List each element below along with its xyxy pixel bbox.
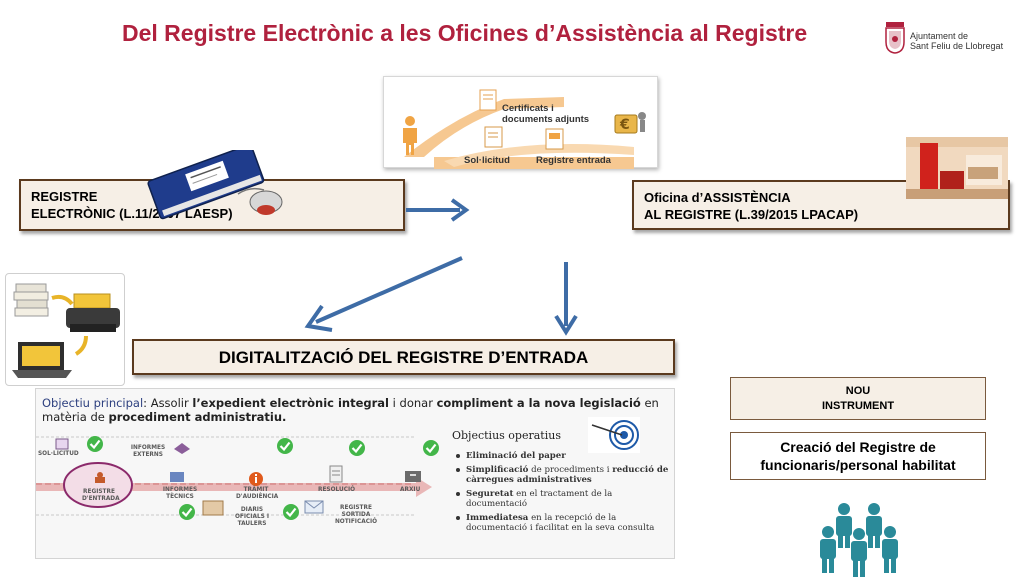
objective-bold-3: procediment administratiu. [108, 410, 287, 424]
scanner-illustration [5, 273, 125, 386]
euro-icon: € [614, 112, 646, 134]
sollicitud-label: Sol·licitud [464, 155, 510, 166]
step-informes-externs: INFORMES EXTERNS [130, 445, 166, 458]
registre-entrada-label: Registre entrada [536, 155, 611, 166]
oficina-assistencia-box: Oficina d’ASSISTÈNCIA AL REGISTRE (L.39/… [632, 180, 1010, 230]
book-mouse-icon [147, 150, 283, 220]
step-arxiu: ARXIU [400, 487, 421, 493]
ops-item-text: de procediments i [528, 465, 613, 475]
coat-of-arms-icon [885, 22, 905, 54]
docs-label-1: Certificats i [502, 103, 554, 114]
person-icon [403, 116, 417, 155]
info-icon [249, 472, 263, 486]
ops-item: Simplificació de procediments i reducció… [454, 465, 672, 485]
step-resolucio: RESOLUCIÓ [318, 487, 356, 493]
nou-instrument-box: NOU INSTRUMENT [730, 377, 986, 420]
step-tramit-audiencia: TRÀMIT D'AUDIÈNCIA [236, 487, 279, 500]
people-group-icon [820, 503, 898, 577]
arrow-down-left-icon [304, 256, 463, 332]
nou-line-1: NOU [845, 385, 871, 397]
resolution-document-icon [329, 465, 343, 483]
objective-bold-1: l’expedient electrònic integral [192, 396, 390, 410]
stamp-icon [545, 128, 564, 150]
office-photo [906, 137, 1008, 199]
registre-line-1: REGISTRE [31, 189, 98, 204]
objective-text-1: : Assolir [143, 396, 193, 410]
report-stack-icon [174, 443, 190, 454]
envelope-icon [304, 500, 324, 514]
ops-item-bold: Seguretat [466, 489, 514, 499]
ajuntament-logo: Ajuntament de Sant Feliu de Llobregat [884, 22, 1014, 58]
page-title: Del Registre Electrònic a les Oficines d… [122, 20, 808, 46]
svg-text:€: € [619, 117, 630, 133]
ops-list: Eliminació del paper Simplificació de pr… [454, 451, 672, 537]
archive-icon [405, 471, 421, 482]
step-informes-tecnics: INFORMES TÈCNICS [162, 487, 198, 500]
docs-label-2: documents adjunts [502, 114, 590, 125]
creacio-registre-box: Creació del Registre de funcionaris/pers… [730, 432, 986, 480]
sollicitud-icon [55, 438, 69, 450]
oficina-line-2: AL REGISTRE (L.39/2015 LPACAP) [644, 207, 859, 222]
step-diaris-oficials: DIARIS OFICIALS I TAULERS [235, 507, 269, 527]
ops-item-bold-2: reducció de càrregues administratives [466, 465, 669, 485]
arrow-down-icon [554, 262, 578, 336]
newspaper-icon [202, 500, 224, 516]
step-registre-sortida: REGISTRE SORTIDA NOTIFICACIÓ [334, 505, 378, 525]
objective-text-3: en matèria de [42, 396, 659, 424]
main-objective: Objectiu principal: Assolir l’expedient … [42, 396, 672, 424]
registration-illustration: € Certificats i documents adjunts Sol·li… [383, 76, 658, 169]
digitalitzacio-box: DIGITALITZACIÓ DEL REGISTRE D’ENTRADA [132, 339, 675, 375]
ops-item-text: en el tractament de la documentació [466, 489, 613, 509]
process-flow-drawing [36, 436, 432, 516]
check-icon [423, 440, 439, 456]
ops-item-text: en la recepció de la documentació i faci… [466, 513, 655, 533]
arrow-right-icon [406, 198, 470, 222]
scanner-device-icon [66, 293, 120, 332]
oficina-line-1: Oficina d’ASSISTÈNCIA [644, 190, 791, 205]
check-icon [349, 440, 365, 456]
folder-icon [484, 126, 503, 148]
ops-item: Seguretat en el tractament de la documen… [454, 489, 672, 509]
ops-item-bold: Eliminació del paper [466, 451, 566, 461]
step-sollicitud: SOL·LICITUD [38, 451, 79, 457]
creacio-line-2: funcionaris/personal habilitat [760, 457, 956, 473]
report-icon [170, 472, 184, 482]
nou-line-2: INSTRUMENT [821, 400, 895, 412]
objective-bold-2: compliment a la nova legislació [436, 396, 641, 410]
logo-line-1: Ajuntament de [910, 31, 969, 41]
office-photo-drawing [906, 137, 1008, 199]
objective-text-2: i donar [389, 396, 437, 410]
stamp-icon [95, 472, 105, 483]
check-icon [283, 504, 299, 520]
document-icon [479, 89, 497, 111]
scanner-drawing [12, 283, 120, 378]
check-icon [87, 436, 103, 452]
paper-stack-icon [13, 283, 49, 317]
main-objective-label: Objectiu principal [42, 396, 144, 410]
ops-item: Immediatesa en la recepció de la documen… [454, 513, 672, 533]
laptop-icon [12, 342, 72, 378]
step-registre-entrada: REGISTRE D'ENTRADA [82, 489, 120, 502]
creacio-line-1: Creació del Registre de [780, 439, 936, 455]
target-icon [588, 417, 640, 453]
process-panel: Objectiu principal: Assolir l’expedient … [35, 388, 675, 559]
logo-line-2: Sant Feliu de Llobregat [910, 41, 1004, 51]
ops-item-bold: Immediatesa [466, 513, 529, 523]
ops-title: Objectius operatius [452, 429, 561, 442]
ops-item-bold: Simplificació [466, 465, 529, 475]
check-icon [179, 504, 195, 520]
ops-item: Eliminació del paper [454, 451, 672, 461]
check-icon [277, 438, 293, 454]
